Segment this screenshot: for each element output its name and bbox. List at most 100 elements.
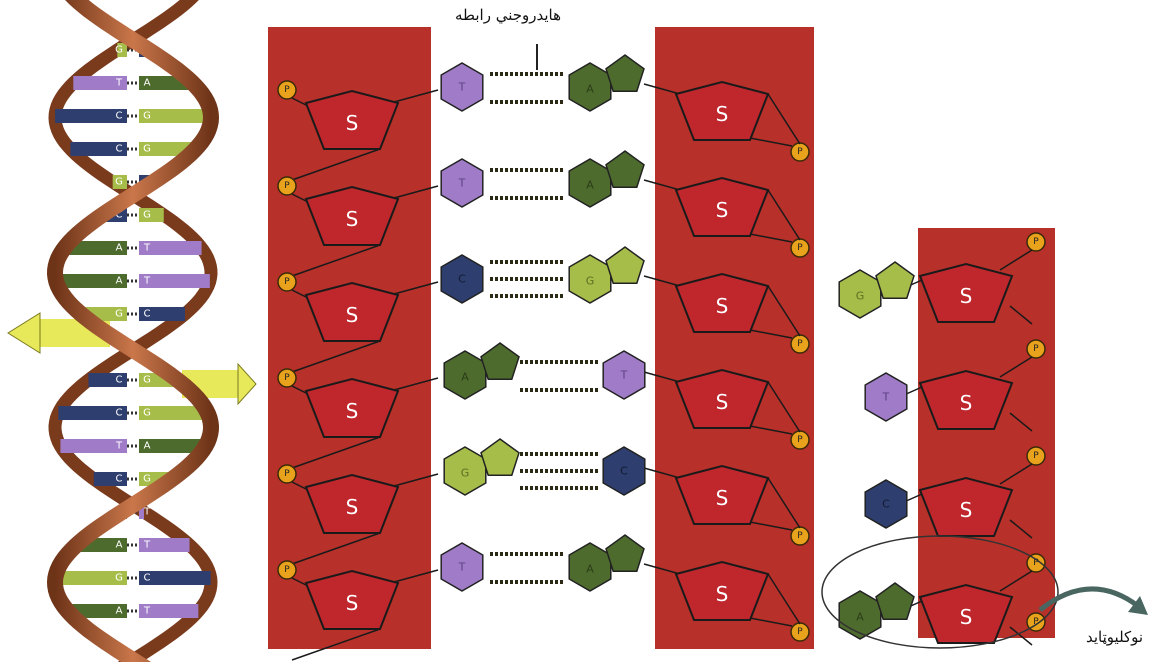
phosphate-circle	[277, 464, 297, 484]
sugar-label: S	[960, 391, 973, 415]
base-T: T	[440, 542, 484, 592]
sugar-label: S	[716, 294, 729, 318]
helix-base-letter: G	[143, 474, 151, 485]
helix-base-letter: C	[116, 111, 123, 122]
sugar-pentagon	[304, 473, 400, 534]
helix-base-letter: G	[143, 375, 151, 386]
base-letter: A	[586, 563, 594, 576]
sugar-label: S	[716, 486, 729, 510]
nucleotide-arrow-head	[1128, 596, 1148, 615]
helix-base-letter: T	[143, 540, 151, 551]
nucleotide-unit: PSA	[838, 553, 1046, 646]
sugar-pentagon	[918, 369, 1014, 430]
base-G: G	[568, 246, 645, 304]
phosphate-label: P	[1033, 451, 1039, 461]
helix-base-letter: G	[115, 573, 123, 584]
phosphate-label: P	[797, 627, 803, 637]
sugar-label: S	[716, 582, 729, 606]
phosphate-circle	[277, 176, 297, 196]
helix-base-letter: A	[116, 243, 123, 254]
sugar-label: S	[960, 605, 973, 629]
sugar-pentagon	[674, 368, 770, 429]
helix-base-letter: C	[116, 474, 123, 485]
sugar-label: S	[716, 390, 729, 414]
hydrogen-bond-label: هایدروجني رابطه	[455, 6, 562, 24]
phosphate-circle	[277, 368, 297, 388]
phosphate-circle	[1026, 612, 1046, 632]
phosphate-label: P	[284, 565, 290, 575]
helix-base-letter: C	[144, 573, 151, 584]
base-C: C	[440, 254, 484, 304]
base-A: A	[568, 54, 645, 112]
base-letter: T	[882, 391, 890, 404]
sugar-pentagon	[674, 272, 770, 333]
phosphate-label: P	[284, 181, 290, 191]
base-letter: T	[458, 177, 466, 190]
phosphate-circle	[1026, 339, 1046, 359]
helix-base-letter: G	[143, 144, 151, 155]
helix-base-letter: A	[116, 540, 123, 551]
phosphate-label: P	[1033, 344, 1039, 354]
sugar-label: S	[346, 399, 359, 423]
sugar-pentagon	[304, 569, 400, 630]
helix-base-letter: G	[143, 111, 151, 122]
helix-backbone-front	[46, 0, 220, 662]
phosphate-label: P	[797, 243, 803, 253]
sugar-pentagon	[674, 560, 770, 621]
helix-base-letter: G	[143, 408, 151, 419]
phosphate-label: P	[797, 147, 803, 157]
phosphate-label: P	[797, 339, 803, 349]
nucleotide-highlight-ellipse	[821, 535, 1059, 649]
base-A: A	[443, 342, 520, 400]
base-letter: C	[620, 465, 628, 478]
helix-base-letter: C	[116, 144, 123, 155]
phosphate-circle	[277, 80, 297, 100]
base-T: T	[440, 62, 484, 112]
base-letter: T	[458, 561, 466, 574]
nucleotide-unit: P S T	[864, 339, 1046, 432]
helix-base-letter: T	[143, 606, 151, 617]
sugar-pentagon	[304, 281, 400, 342]
base-letter: G	[461, 467, 470, 480]
sugar-label: S	[960, 284, 973, 308]
phosphate-circle	[1026, 446, 1046, 466]
phosphate-label: P	[284, 469, 290, 479]
sugar-label: S	[716, 102, 729, 126]
sugar-pentagon	[674, 80, 770, 141]
sugar-label: S	[346, 495, 359, 519]
helix-base-letter: C	[116, 375, 123, 386]
helix-base-letter: T	[115, 78, 123, 89]
base-letter: C	[458, 273, 466, 286]
nucleotide-unit: PSG	[838, 232, 1046, 325]
helix-base-letter: C	[116, 408, 123, 419]
base-C: C	[864, 479, 908, 529]
phosphate-circle	[1026, 232, 1046, 252]
base-C: C	[602, 446, 646, 496]
phosphate-circle	[1026, 553, 1046, 573]
helix-base-letter: T	[143, 243, 151, 254]
phosphate-label: P	[1033, 617, 1039, 627]
phosphate-circle	[277, 272, 297, 292]
base-letter: A	[461, 371, 469, 384]
base-A: A	[568, 150, 645, 208]
helix-base-letter: T	[115, 441, 123, 452]
base-T: T	[440, 158, 484, 208]
sugar-pentagon	[304, 377, 400, 438]
base-A: A	[838, 582, 915, 640]
phosphate-label: P	[284, 277, 290, 287]
helix-base-letter: G	[143, 210, 151, 221]
sugar-label: S	[346, 111, 359, 135]
sugar-pentagon	[304, 89, 400, 150]
helix-base-letter: C	[144, 309, 151, 320]
base-G: G	[443, 438, 520, 496]
